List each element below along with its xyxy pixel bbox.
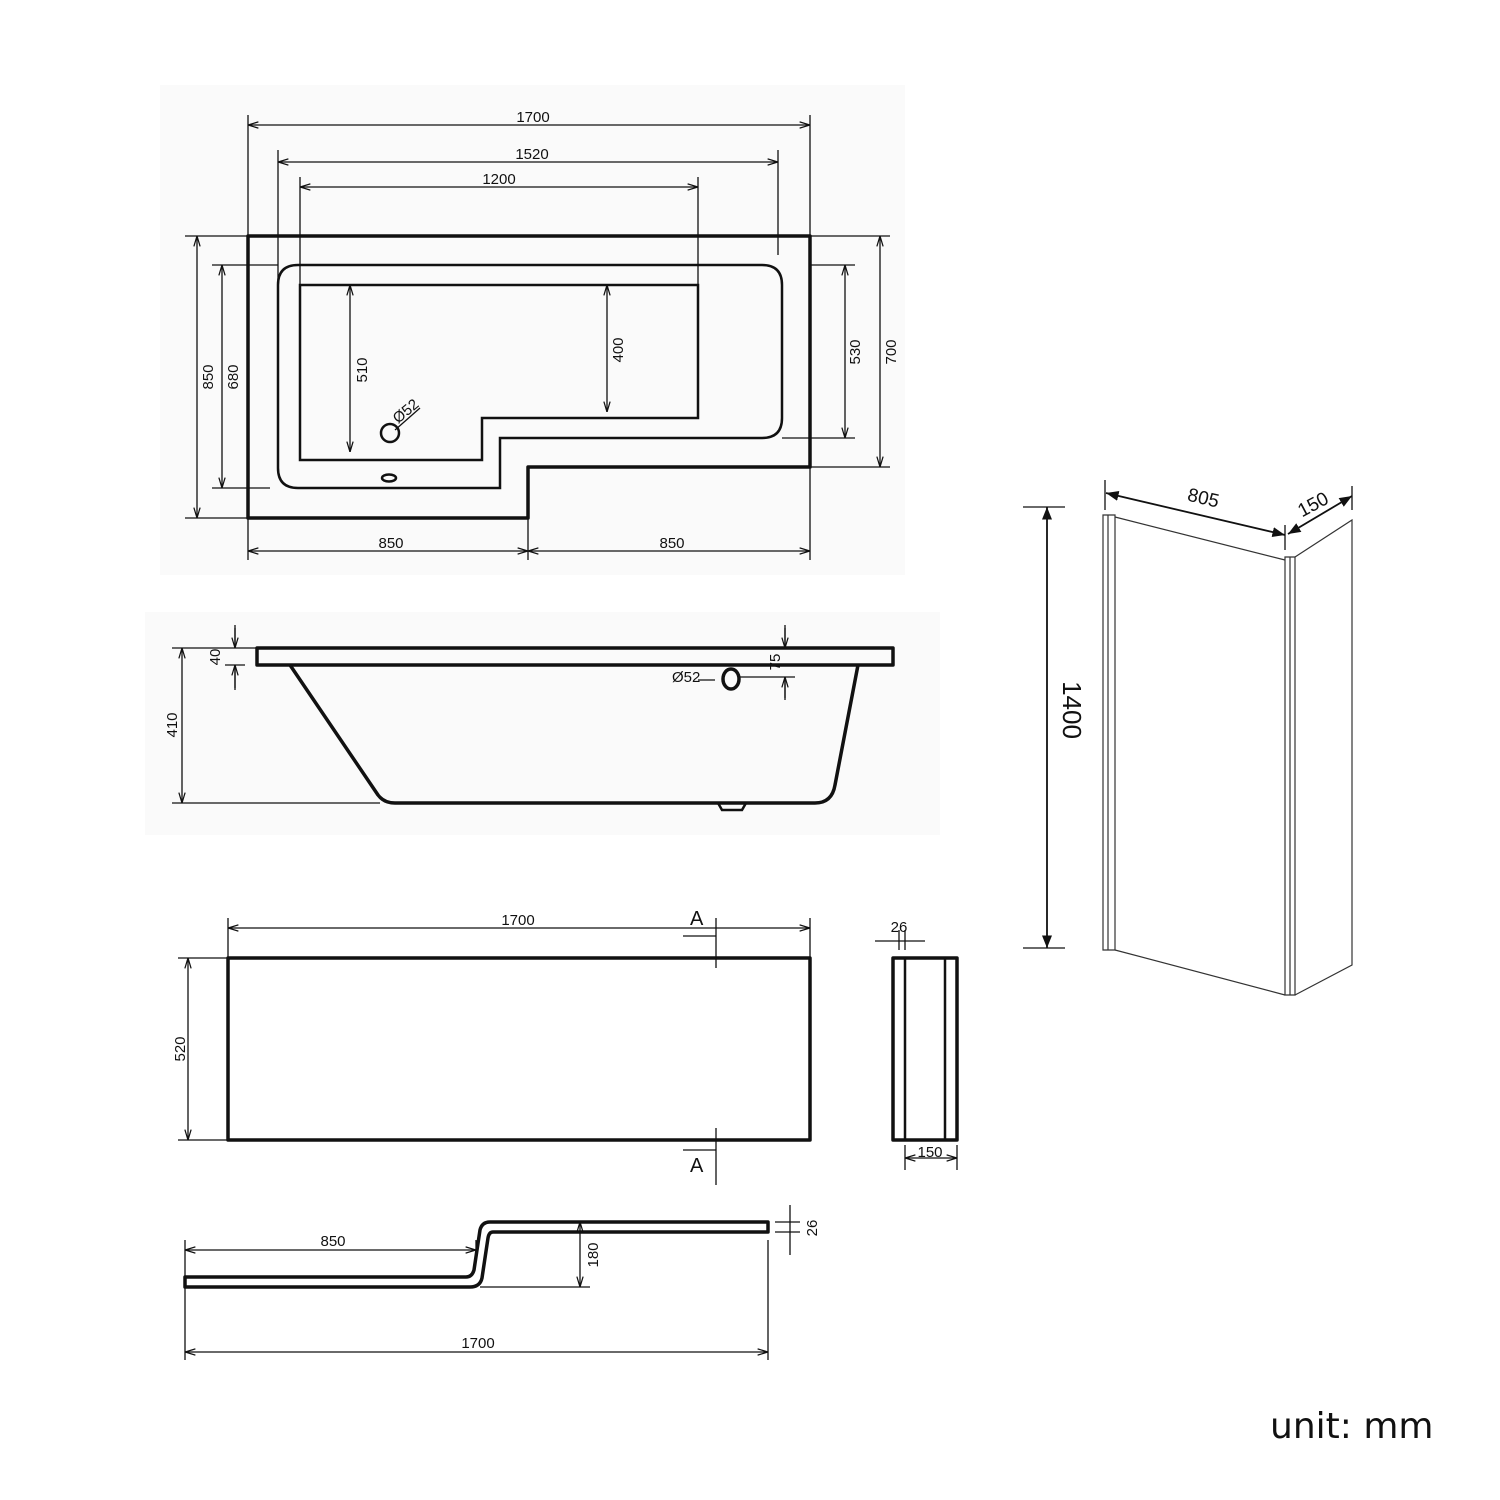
plan-view: 1700 1520 1200 850 850 850 680 510 400 5… [160,85,905,575]
section-marker-top: A [690,908,704,930]
section-marker-bottom: A [690,1155,704,1177]
dim-inner-length: 1520 [515,146,548,163]
bath-rim-side [255,646,895,667]
screen-hinge-profile [1102,514,1116,951]
dim-return-width: 150 [1294,488,1332,521]
dim-narrow-section: 850 [659,535,684,552]
overflow-icon [721,667,741,691]
side-view: 40 410 75 Ø52 [145,612,940,835]
end-panel-outline [891,956,959,1142]
dim-screen-height: 1400 [1057,681,1087,739]
shower-screen: 1400 805 150 [1023,480,1353,996]
dim-wide-section: 850 [378,535,403,552]
dim-basin-length: 1200 [482,171,515,188]
waste-outlet [716,802,748,812]
dim-step-offset: 850 [320,1233,345,1250]
dim-narrow-rim-width: 530 [847,339,864,364]
dim-end-thickness: 26 [891,919,908,936]
dim-screen-width: 805 [1185,485,1221,513]
dim-panel-height: 520 [172,1036,189,1061]
dim-panel-length: 1700 [501,912,534,929]
bath-body-side [288,664,860,805]
front-panel: 1700 520 A A [172,908,812,1185]
dim-overflow-offset: 75 [767,654,784,671]
dim-profile-thickness: 26 [804,1220,821,1237]
unit-label: unit: mm [1270,1406,1433,1447]
dim-basin-narrow-width: 400 [610,337,627,362]
overflow-icon [380,473,398,483]
dim-overall-length: 1700 [516,109,549,126]
dim-basin-width: 510 [354,357,371,382]
dim-overall-width: 850 [200,364,217,389]
dim-rim-thickness: 40 [207,649,224,666]
dim-end-width: 150 [917,1144,942,1161]
screen-return-panel [1294,518,1353,996]
front-panel-outline [226,956,812,1142]
drain-icon [379,422,401,444]
dim-rim-width: 680 [225,364,242,389]
dim-overflow-diameter: Ø52 [672,669,700,686]
dim-profile-length: 1700 [461,1335,494,1352]
dim-step-height: 180 [585,1242,602,1267]
panel-profile-outline [183,1220,770,1289]
screen-glass [1114,516,1286,996]
panel-profile: 850 1700 180 26 [183,1205,821,1360]
dim-depth: 410 [164,712,181,737]
dim-narrow-width: 700 [883,339,900,364]
end-panel: 26 150 [875,919,959,1170]
screen-edge [1284,556,1296,996]
